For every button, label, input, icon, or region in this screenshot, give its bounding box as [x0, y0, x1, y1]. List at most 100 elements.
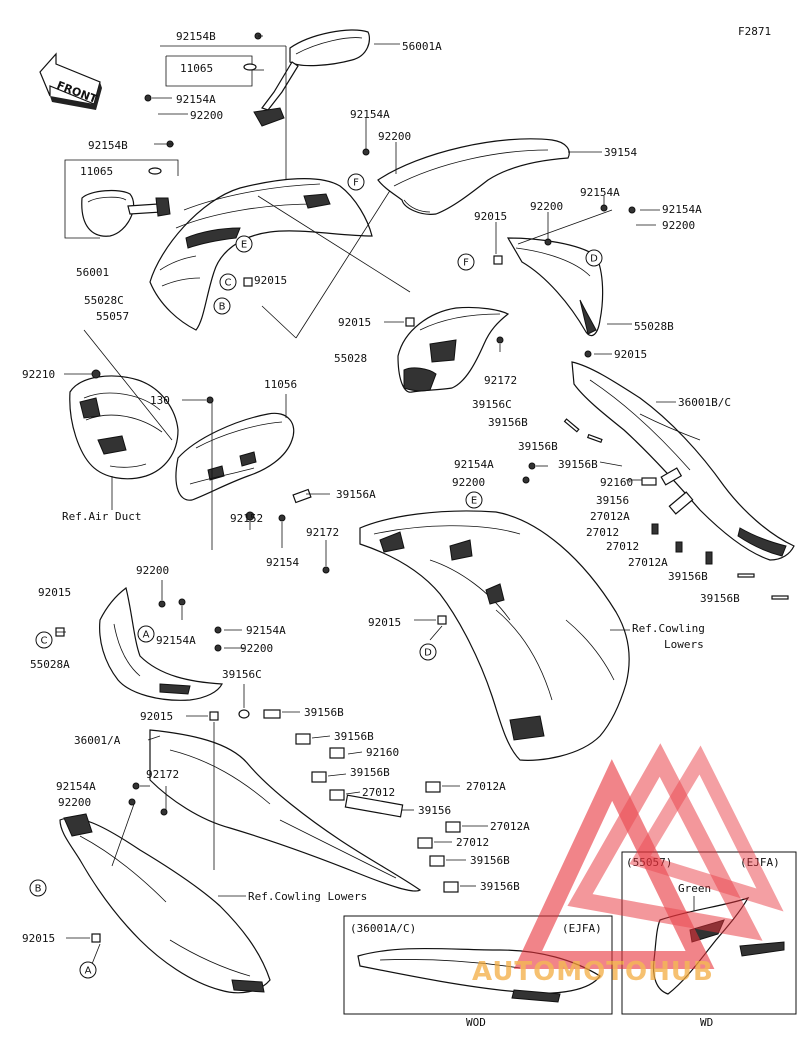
part-label: 92015: [338, 316, 371, 329]
air-duct: [69, 375, 179, 480]
part-label: 92210: [22, 368, 55, 381]
part-label: 92172: [146, 768, 179, 781]
part-label: 39156B: [350, 766, 390, 779]
panel-55028A: [99, 586, 223, 701]
callout-letter: A: [143, 630, 150, 641]
part-label: 55028B: [634, 320, 674, 333]
part-label: 92200: [240, 642, 273, 655]
part-label: 92015: [368, 616, 401, 629]
part-label: 39156B: [488, 416, 528, 429]
callout-a: A: [79, 961, 97, 979]
part-label: 92160: [366, 746, 399, 759]
part-label: 92200: [530, 200, 563, 213]
callout-letter: C: [225, 278, 232, 289]
callout-letter: B: [219, 302, 226, 313]
part-label: 39156B: [668, 570, 708, 583]
leader-lines: [56, 35, 676, 965]
callout-e: E: [465, 491, 483, 509]
side-cowl-right-36001BC: [571, 361, 795, 561]
part-label: 39156B: [304, 706, 344, 719]
part-label: 92154B: [176, 30, 216, 43]
callout-letter: D: [424, 648, 432, 659]
part-label: 39156: [418, 804, 451, 817]
decal-group: [263, 418, 789, 893]
part-label: 92172: [484, 374, 517, 387]
callout-circle: [137, 625, 155, 643]
part-label: 92154A: [246, 624, 286, 637]
callout-f: F: [347, 173, 365, 191]
part-label: 39156B: [334, 730, 374, 743]
lower-fairing-left: [59, 813, 271, 994]
callout-circle: [585, 249, 603, 267]
part-label: 56001A: [402, 40, 442, 53]
part-label: 27012: [586, 526, 619, 539]
part-label: 39156B: [470, 854, 510, 867]
part-label: 39156B: [700, 592, 740, 605]
part-label: 39156: [596, 494, 629, 507]
part-label: 39156B: [558, 458, 598, 471]
part-label: 92015: [140, 710, 173, 723]
middle-cowl: [359, 510, 630, 761]
inset-left-tag: (EJFA): [562, 922, 602, 935]
inset-right-caption: WD: [700, 1016, 713, 1029]
upper-cowl-55028C: [149, 178, 373, 331]
part-label: 36001B/C: [678, 396, 731, 409]
callout-letter: D: [590, 254, 598, 265]
callout-letter: F: [353, 178, 359, 189]
watermark-logo: AUTOMOTOHUB: [472, 743, 784, 987]
callout-d: D: [419, 643, 437, 661]
inset-left-title: (36001A/C): [350, 922, 416, 935]
part-labels: 92154B56001A1106592154A9220092154B110655…: [22, 30, 740, 945]
inset-right-tag: (EJFA): [740, 856, 780, 869]
callout-letter: E: [241, 240, 247, 251]
part-label: 92015: [38, 586, 71, 599]
part-label: 39156C: [472, 398, 512, 411]
part-label: 92200: [190, 109, 223, 122]
callout-circle: [235, 235, 253, 253]
part-label: 92160: [600, 476, 633, 489]
part-label: 27012A: [590, 510, 630, 523]
mirror-left-56001: [81, 189, 171, 237]
part-label: Ref.Cowling Lowers: [248, 890, 367, 903]
callout-letter: E: [471, 496, 477, 507]
front-arrow-icon: FRONT: [39, 52, 102, 110]
side-cowl-left-36001A: [149, 729, 422, 892]
part-label: 92015: [22, 932, 55, 945]
stay-bracket-11056: [175, 412, 295, 501]
part-label: 92200: [662, 219, 695, 232]
callout-circle: [419, 643, 437, 661]
part-label: 27012: [606, 540, 639, 553]
callout-a: A: [137, 625, 155, 643]
part-label: 55028A: [30, 658, 70, 671]
part-label: 11056: [264, 378, 297, 391]
part-label: 92172: [306, 526, 339, 539]
callout-letter: B: [35, 884, 42, 895]
callout-d: D: [585, 249, 603, 267]
part-label: 39156B: [480, 880, 520, 893]
part-label: 92154A: [156, 634, 196, 647]
callout-c: C: [219, 273, 237, 291]
part-label: 27012A: [628, 556, 668, 569]
callout-circle: [465, 491, 483, 509]
part-label: 92154: [266, 556, 299, 569]
part-label: 36001/A: [74, 734, 121, 747]
callout-circle: [35, 631, 53, 649]
part-label: 92015: [474, 210, 507, 223]
part-label: 11065: [80, 165, 113, 178]
inset-left-caption: WOD: [466, 1016, 486, 1029]
part-label: 39156A: [336, 488, 376, 501]
watermark-text: AUTOMOTOHUB: [472, 957, 714, 987]
part-label: 92200: [452, 476, 485, 489]
part-label: 92152: [230, 512, 263, 525]
callout-letter: F: [463, 258, 469, 269]
part-label: 92154A: [662, 203, 702, 216]
part-label: Lowers: [664, 638, 704, 651]
inset-right-color-label: Green: [678, 882, 711, 895]
part-label: 56001: [76, 266, 109, 279]
part-label: 27012: [456, 836, 489, 849]
callout-circle: [219, 273, 237, 291]
part-label: 92154A: [454, 458, 494, 471]
callout-circle: [79, 961, 97, 979]
part-label: 27012A: [466, 780, 506, 793]
